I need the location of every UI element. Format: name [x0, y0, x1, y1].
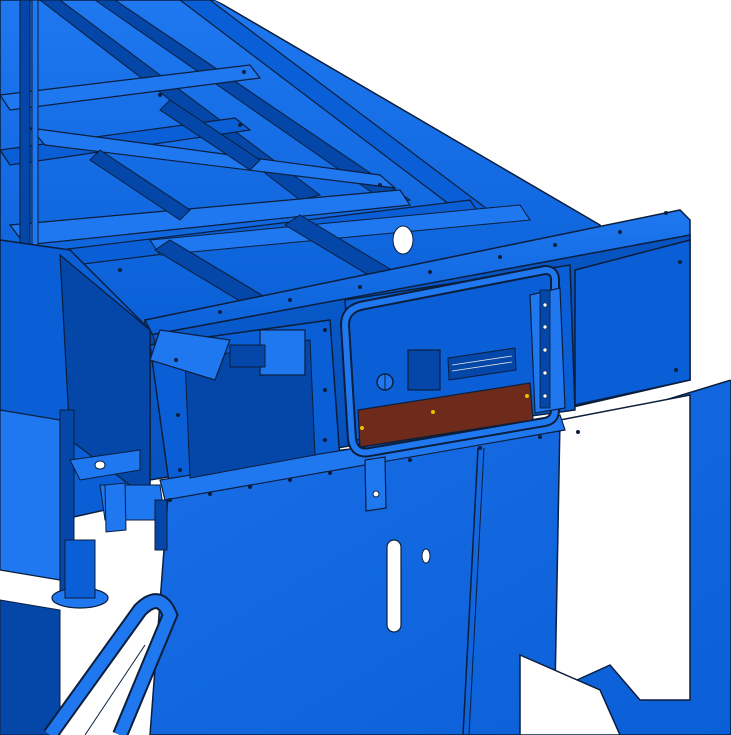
panel-hole	[421, 548, 431, 564]
warning-plate	[357, 382, 534, 448]
rivets	[118, 70, 682, 502]
access-door	[339, 264, 576, 458]
door-hinge	[529, 287, 566, 414]
panel-slot	[386, 539, 402, 633]
connector-block	[259, 329, 306, 376]
display-window	[407, 349, 441, 391]
panel-cutout-lower	[519, 653, 621, 735]
panel-cutout-right	[554, 394, 691, 701]
mounting-tabs	[104, 456, 387, 533]
label-strip	[447, 347, 517, 381]
